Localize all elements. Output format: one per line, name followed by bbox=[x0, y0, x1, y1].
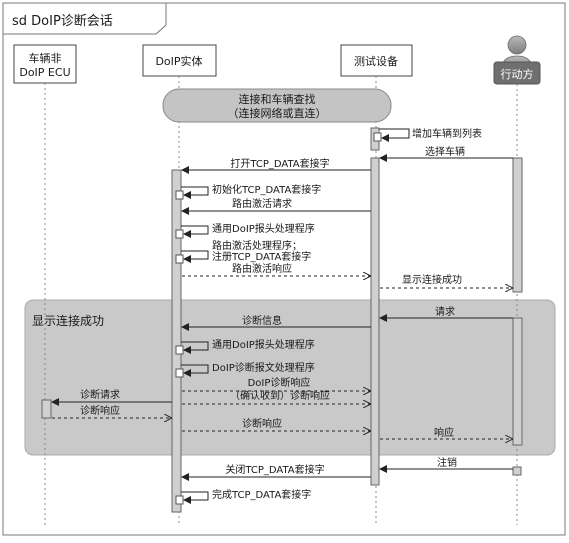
lifeline-head-entity bbox=[142, 44, 217, 77]
connection-note bbox=[162, 88, 392, 123]
msg-routing-request: 路由激活请求 bbox=[232, 197, 292, 210]
activation-tester-2 bbox=[370, 157, 380, 486]
msg-add-vehicle: 增加车辆到列表 bbox=[412, 127, 482, 140]
msg-finish-tcp: 完成TCP_DATA套接字 bbox=[212, 488, 311, 501]
nested-activation-diag-handler bbox=[175, 368, 184, 378]
msg-generic-header-2: 通用DoIP报头处理程序 bbox=[212, 338, 315, 351]
self-call-routing bbox=[181, 250, 209, 263]
nested-activation-header-1 bbox=[175, 229, 184, 239]
msg-logout: 注销 bbox=[437, 456, 457, 469]
msg-request: 请求 bbox=[435, 305, 455, 318]
self-call-header-2 bbox=[181, 341, 209, 354]
lifeline-tester-label: 测试设备 bbox=[354, 54, 398, 68]
msg-diag-handler: DoIP诊断报文处理程序 bbox=[212, 361, 315, 374]
msg-diag-response-ecu: 诊断响应 bbox=[80, 404, 120, 417]
msg-response: 响应 bbox=[434, 426, 454, 439]
msg-select-vehicle: 选择车辆 bbox=[425, 145, 465, 158]
connection-note-line2: （连接网络或直连） bbox=[228, 106, 327, 120]
lifeline-ecu-label-line2: DoIP ECU bbox=[19, 66, 70, 79]
diagram-title: sd DoIP诊断会话 bbox=[12, 14, 113, 29]
fragment-label: 显示连接成功 bbox=[32, 313, 104, 328]
msg-routing-response: 路由激活响应 bbox=[232, 262, 292, 275]
msg-show-success: 显示连接成功 bbox=[402, 273, 462, 286]
nested-activation-routing bbox=[175, 254, 184, 264]
msg-close-tcp: 关闭TCP_DATA套接字 bbox=[225, 463, 324, 476]
nested-activation-finish bbox=[175, 495, 184, 505]
msg-init-tcp: 初始化TCP_DATA套接字 bbox=[212, 183, 321, 196]
nested-activation-header-2 bbox=[175, 345, 184, 355]
msg-routing-handler-line2: 注册TCP_DATA套接字 bbox=[212, 250, 311, 263]
activation-actor-1 bbox=[512, 157, 523, 293]
self-call-header-1 bbox=[181, 225, 209, 238]
lifeline-ecu-label-line1: 车辆非 bbox=[29, 51, 62, 65]
self-call-finish bbox=[181, 491, 209, 504]
self-call-add-vehicle bbox=[379, 128, 410, 142]
activation-actor-2 bbox=[512, 317, 523, 446]
connection-note-line1: 连接和车辆查找 bbox=[239, 92, 316, 106]
msg-routing-handler-line1: 路由激活处理程序； bbox=[212, 239, 302, 252]
activation-ecu bbox=[41, 399, 52, 419]
msg-generic-header-1: 通用DoIP报头处理程序 bbox=[212, 222, 315, 235]
activation-entity bbox=[171, 169, 182, 513]
nested-activation-tester bbox=[373, 132, 382, 142]
self-call-init bbox=[181, 186, 209, 199]
msg-doip-diag-response: DoIP诊断响应 bbox=[248, 376, 311, 389]
lifeline-head-ecu bbox=[13, 44, 77, 84]
frame-title-tab bbox=[2, 2, 167, 35]
nested-activation-init bbox=[175, 190, 184, 200]
self-call-diag-handler bbox=[181, 364, 209, 377]
msg-diag-request: 诊断请求 bbox=[80, 388, 120, 401]
lifeline-actor-label: 行动方 bbox=[501, 67, 534, 81]
activation-actor-3 bbox=[512, 466, 522, 476]
msg-ack-diag-response: （确认收到）诊断响应 bbox=[230, 389, 330, 402]
lifeline-entity-label: DoIP实体 bbox=[155, 54, 202, 68]
msg-diag-message: 诊断信息 bbox=[242, 314, 282, 327]
msg-open-tcp: 打开TCP_DATA套接字 bbox=[230, 157, 329, 170]
fragment-region bbox=[24, 299, 556, 456]
msg-diag-response: 诊断响应 bbox=[242, 417, 282, 430]
